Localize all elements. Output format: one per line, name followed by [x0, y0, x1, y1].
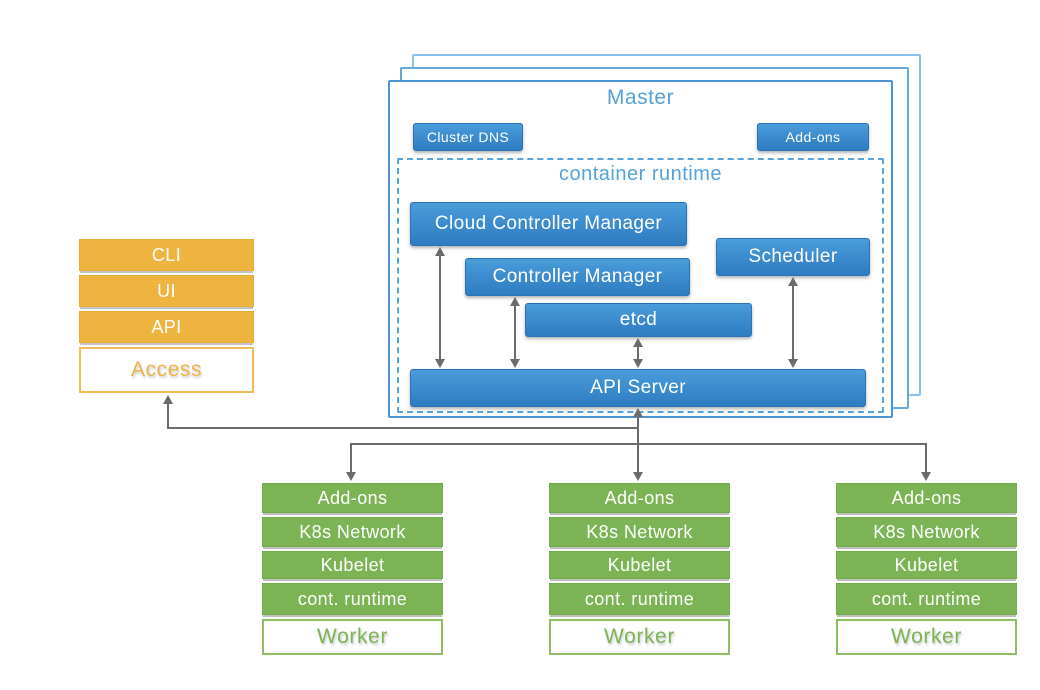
- worker1-k8s-network-box: K8s Network: [262, 517, 443, 547]
- connector-access-horizontal: [167, 427, 639, 429]
- cloud-controller-manager-box: Cloud Controller Manager: [410, 202, 687, 246]
- worker1-addons-box: Add-ons: [262, 483, 443, 513]
- container-runtime-title: container runtime: [558, 163, 723, 185]
- connector-workers-horizontal: [351, 443, 927, 445]
- worker-stack-1: Add-ons K8s Network Kubelet cont. runtim…: [262, 483, 443, 655]
- worker-stack-3: Add-ons K8s Network Kubelet cont. runtim…: [836, 483, 1017, 655]
- access-stack: CLI UI API Access: [79, 239, 254, 393]
- worker2-k8s-network-box: K8s Network: [549, 517, 730, 547]
- connector-arrow-into-worker-3: [921, 443, 931, 481]
- cluster-dns-box: Cluster DNS: [413, 123, 523, 151]
- worker3-kubelet-box: Kubelet: [836, 551, 1017, 579]
- worker2-kubelet-box: Kubelet: [549, 551, 730, 579]
- worker3-k8s-network-box: K8s Network: [836, 517, 1017, 547]
- worker2-base-box: Worker: [549, 619, 730, 655]
- worker2-addons-box: Add-ons: [549, 483, 730, 513]
- access-base-box: Access: [79, 347, 254, 393]
- arrow-ccm-apiserver: [435, 247, 445, 368]
- scheduler-box: Scheduler: [716, 238, 870, 276]
- arrow-scheduler-apiserver: [788, 277, 798, 368]
- connector-arrow-into-worker-1: [346, 443, 356, 481]
- worker3-base-box: Worker: [836, 619, 1017, 655]
- master-title: Master: [606, 86, 675, 109]
- worker-stack-2: Add-ons K8s Network Kubelet cont. runtim…: [549, 483, 730, 655]
- controller-manager-box: Controller Manager: [465, 258, 690, 296]
- worker1-cont-runtime-box: cont. runtime: [262, 583, 443, 615]
- master-addons-box: Add-ons: [757, 123, 869, 151]
- connector-arrow-into-access: [163, 395, 173, 429]
- arrow-controllermanager-apiserver: [510, 297, 520, 368]
- api-server-box: API Server: [410, 369, 866, 407]
- worker3-cont-runtime-box: cont. runtime: [836, 583, 1017, 615]
- api-box: API: [79, 311, 254, 343]
- worker2-cont-runtime-box: cont. runtime: [549, 583, 730, 615]
- arrow-etcd-apiserver: [633, 338, 643, 368]
- cli-box: CLI: [79, 239, 254, 271]
- etcd-box: etcd: [525, 303, 752, 337]
- worker3-addons-box: Add-ons: [836, 483, 1017, 513]
- worker1-base-box: Worker: [262, 619, 443, 655]
- ui-box: UI: [79, 275, 254, 307]
- worker1-kubelet-box: Kubelet: [262, 551, 443, 579]
